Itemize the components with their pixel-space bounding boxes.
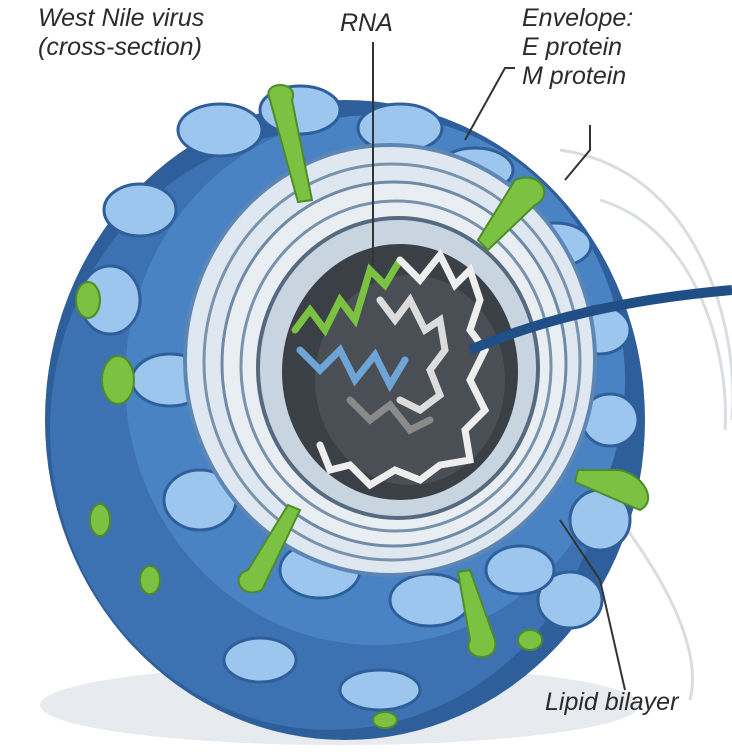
m-protein-label: M protein: [522, 62, 633, 91]
title-line-2: (cross-section): [38, 33, 204, 62]
envelope-label-group: Envelope: E protein M protein: [522, 4, 633, 91]
lipid-bilayer-label: Lipid bilayer: [545, 688, 678, 717]
title-line-1: West Nile virus: [38, 4, 204, 33]
envelope-label: Envelope:: [522, 4, 633, 33]
diagram-title: West Nile virus (cross-section): [38, 4, 204, 62]
rna-label: RNA: [340, 9, 393, 38]
e-protein-label: E protein: [522, 33, 633, 62]
